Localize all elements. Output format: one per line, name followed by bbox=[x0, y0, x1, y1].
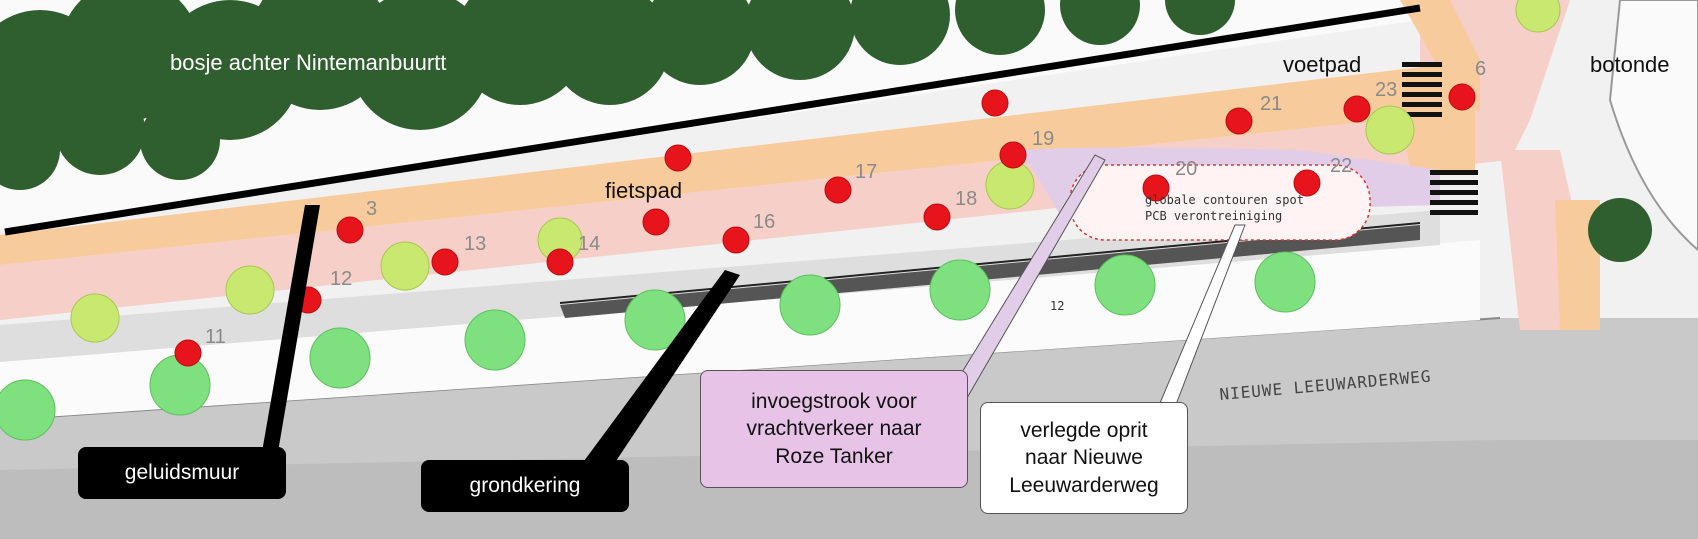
tree-number-3: 3 bbox=[366, 198, 377, 220]
pointer-grondkering bbox=[570, 270, 740, 485]
roundabout bbox=[1608, 0, 1698, 252]
tree-number-14: 14 bbox=[578, 233, 600, 255]
retaining-wall bbox=[560, 225, 1420, 318]
pcb-label-line2: PCB verontreiniging bbox=[1145, 209, 1282, 223]
tree-number-23: 23 bbox=[1375, 79, 1397, 101]
footpath bbox=[0, 60, 1480, 265]
zebra-crossing-north bbox=[1402, 62, 1442, 117]
tree-number-6: 6 bbox=[1475, 58, 1486, 80]
footpath-label: voetpad bbox=[1283, 52, 1362, 77]
callout-oprit-line3: Leeuwarderweg bbox=[1009, 473, 1159, 497]
tree-number-16: 16 bbox=[753, 211, 775, 233]
callout-oprit: verlegde oprit naar Nieuwe Leeuwarderweg bbox=[980, 402, 1188, 514]
tree-number-11: 11 bbox=[205, 326, 226, 348]
callout-oprit-line1: verlegde oprit bbox=[1020, 419, 1148, 443]
callout-grondkering-text: grondkering bbox=[469, 474, 581, 498]
forest-label: bosje achter Nintemanbuurtt bbox=[170, 50, 447, 75]
tree-number-21: 21 bbox=[1260, 93, 1282, 115]
pointer-geluidsmuur bbox=[262, 205, 320, 452]
tree-number-17: 17 bbox=[855, 161, 877, 183]
tree-number-18: 18 bbox=[955, 188, 977, 210]
roundabout-label: botonde bbox=[1590, 52, 1670, 77]
trees-green bbox=[0, 251, 1316, 441]
callout-invoegstrook-line1: invoegstrook voor bbox=[751, 390, 917, 414]
callout-invoegstrook-line2: vrachtverkeer naar bbox=[746, 417, 922, 441]
callout-grondkering: grondkering bbox=[421, 460, 629, 512]
noise-wall bbox=[4, 4, 1421, 236]
callout-invoegstrook-line3: Roze Tanker bbox=[775, 444, 893, 468]
trees-yellow bbox=[70, 0, 1561, 343]
tree-dark-roundabout bbox=[1588, 198, 1652, 262]
red-markers bbox=[174, 83, 1476, 367]
callout-geluidsmuur: geluidsmuur bbox=[78, 447, 286, 499]
tree-number-19: 19 bbox=[1032, 128, 1054, 150]
zebra-crossing-south bbox=[1430, 170, 1478, 215]
forest bbox=[0, 0, 1235, 190]
tree-number-13: 13 bbox=[464, 233, 486, 255]
tree-number-22: 22 bbox=[1330, 155, 1352, 177]
tree-number-12: 12 bbox=[330, 268, 352, 290]
tree-number-20: 20 bbox=[1175, 158, 1197, 180]
callout-geluidsmuur-text: geluidsmuur bbox=[124, 461, 240, 485]
callout-oprit-line2: naar Nieuwe bbox=[1025, 446, 1143, 470]
pcb-label-line1: globale contouren spot bbox=[1145, 193, 1304, 207]
bike-path-label: fietspad bbox=[605, 178, 683, 203]
footpath-crossing bbox=[1400, 100, 1475, 170]
callout-invoegstrook: invoegstrook voor vrachtverkeer naar Roz… bbox=[700, 370, 968, 488]
footpath-curve bbox=[1400, 0, 1480, 70]
small-12-label: 12 bbox=[1050, 299, 1064, 313]
